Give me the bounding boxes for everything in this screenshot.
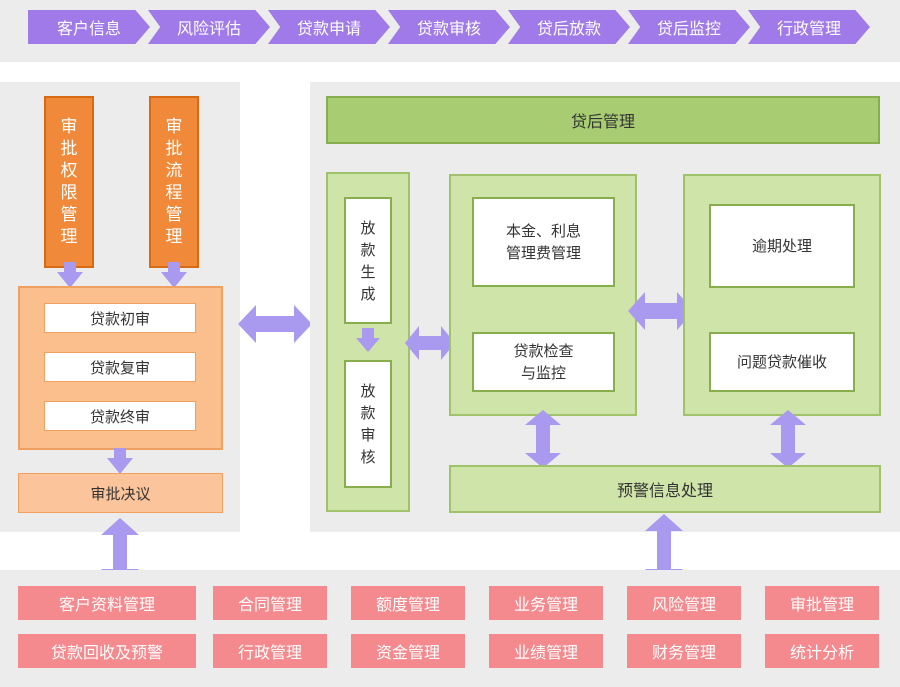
- nav-item-admin[interactable]: 行政管理: [748, 10, 870, 44]
- problem-loan-collection[interactable]: 问题贷款催收: [709, 332, 855, 392]
- double-arrow-icon: [405, 326, 455, 360]
- module-statistics[interactable]: 统计分析: [765, 634, 879, 668]
- release-review-char: 放: [360, 382, 376, 400]
- module-approval[interactable]: 审批管理: [765, 586, 879, 620]
- nav-item-risk-assessment[interactable]: 风险评估: [148, 10, 270, 44]
- release-review-char: 核: [360, 448, 376, 466]
- inspection-line: 贷款检查: [513, 342, 574, 360]
- authority-char: 审: [60, 117, 78, 137]
- module-performance[interactable]: 业绩管理: [489, 634, 603, 668]
- approval-process-box: 审 批 流 程 管 理: [149, 96, 199, 268]
- module-contract[interactable]: 合同管理: [213, 586, 327, 620]
- process-char: 批: [165, 139, 183, 159]
- process-char: 流: [165, 161, 183, 181]
- step-second-review[interactable]: 贷款复审: [44, 352, 196, 382]
- module-business[interactable]: 业务管理: [489, 586, 603, 620]
- nav-item-loan-review[interactable]: 贷款审核: [388, 10, 510, 44]
- overdue-handling[interactable]: 逾期处理: [709, 204, 855, 288]
- loan-inspection-monitoring[interactable]: 贷款检查 与监控: [472, 332, 615, 392]
- release-generation[interactable]: 放 款 生 成: [344, 197, 392, 324]
- arrow-down-icon: [161, 262, 187, 288]
- principal-interest-fee-management[interactable]: 本金、利息 管理费管理: [472, 197, 615, 287]
- vertical-double-arrow-icon: [645, 514, 683, 586]
- authority-char: 管: [60, 205, 78, 225]
- process-char: 管: [165, 205, 183, 225]
- release-review-char: 款: [360, 404, 376, 422]
- vertical-double-arrow-icon: [770, 410, 806, 468]
- module-admin[interactable]: 行政管理: [213, 634, 327, 668]
- nav-item-customer-info[interactable]: 客户信息: [28, 10, 150, 44]
- step-final-review[interactable]: 贷款终审: [44, 401, 196, 431]
- authority-char: 批: [60, 139, 78, 159]
- nav-item-loan-application[interactable]: 贷款申请: [268, 10, 390, 44]
- nav-item-post-loan-release[interactable]: 贷后放款: [508, 10, 630, 44]
- release-gen-char: 放: [360, 218, 376, 237]
- inspection-line: 与监控: [520, 364, 566, 382]
- arrow-down-icon: [356, 328, 380, 352]
- module-customer-data[interactable]: 客户资料管理: [18, 586, 196, 620]
- principal-line: 管理费管理: [505, 244, 581, 262]
- double-arrow-icon: [628, 292, 694, 330]
- approval-authority-box: 审 批 权 限 管 理: [44, 96, 94, 268]
- process-char: 理: [165, 227, 183, 247]
- step-initial-review[interactable]: 贷款初审: [44, 303, 196, 333]
- release-review-char: 审: [360, 426, 376, 444]
- warning-info-processing[interactable]: 预警信息处理: [449, 465, 881, 513]
- release-gen-char: 成: [360, 284, 376, 303]
- process-char: 审: [165, 117, 183, 137]
- approval-decision[interactable]: 审批决议: [18, 473, 223, 513]
- authority-char: 理: [60, 227, 78, 247]
- vertical-double-arrow-icon: [101, 518, 139, 586]
- process-char: 程: [165, 183, 183, 203]
- module-finance[interactable]: 财务管理: [627, 634, 741, 668]
- double-arrow-icon: [238, 305, 312, 343]
- arrow-down-icon: [57, 262, 83, 288]
- release-review[interactable]: 放 款 审 核: [344, 360, 392, 488]
- module-loan-recovery-warning[interactable]: 贷款回收及预警: [18, 634, 196, 668]
- nav-item-post-loan-monitor[interactable]: 贷后监控: [628, 10, 750, 44]
- module-risk[interactable]: 风险管理: [627, 586, 741, 620]
- release-gen-char: 生: [360, 262, 376, 281]
- module-credit-limit[interactable]: 额度管理: [351, 586, 465, 620]
- arrow-down-icon: [107, 448, 133, 474]
- authority-char: 权: [60, 161, 78, 181]
- principal-line: 本金、利息: [505, 222, 581, 240]
- authority-char: 限: [60, 183, 78, 203]
- vertical-double-arrow-icon: [525, 410, 561, 468]
- top-nav: 客户信息 风险评估 贷款申请 贷款审核 贷后放款 贷后监控 行政管理: [0, 0, 900, 62]
- post-loan-title: 贷后管理: [326, 96, 880, 144]
- module-funds[interactable]: 资金管理: [351, 634, 465, 668]
- release-gen-char: 款: [360, 240, 376, 259]
